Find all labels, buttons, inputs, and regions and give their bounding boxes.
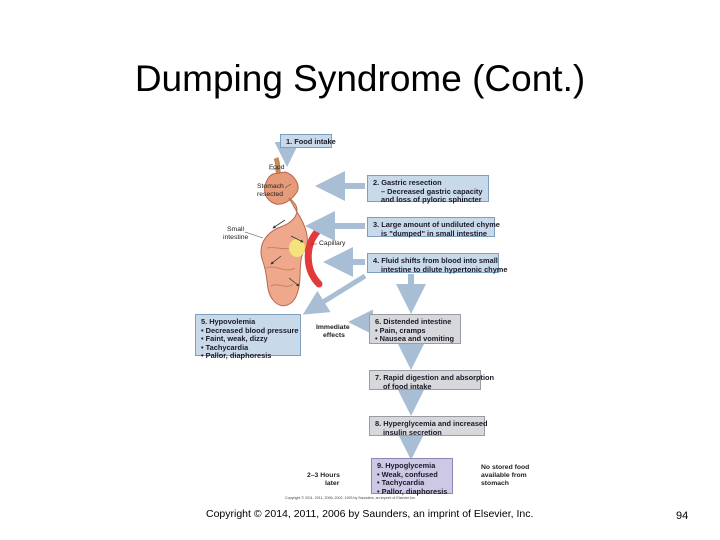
figure-copyright: Copyright © 2011, 2011, 2006, 2002, 1993…	[285, 496, 416, 500]
slide-title: Dumping Syndrome (Cont.)	[134, 58, 586, 99]
capillary-shape	[304, 228, 323, 288]
label-stomach: resected	[257, 191, 284, 198]
step-gastric-resection-box: 2. Gastric resection – Decreased gastric…	[367, 175, 489, 205]
box-line: • Pallor, diaphoresis	[201, 351, 272, 361]
box-line: • Pain, cramps	[375, 325, 426, 335]
page-number: 94	[676, 510, 689, 522]
box-line: 7. Rapid digestion and absorption	[375, 373, 495, 382]
box-line: • Tachycardia	[201, 342, 249, 352]
label-hours-later: later	[325, 480, 340, 487]
box-line: 8. Hyperglycemia and increased	[375, 419, 488, 428]
label-immediate-effects: Immediate	[316, 324, 350, 331]
box-line: • Decreased blood pressure	[201, 325, 299, 335]
step-undiluted-chyme-box: 3. Large amount of undiluted chyme is "d…	[367, 217, 500, 238]
box-line: of food intake	[383, 381, 432, 391]
box-line: • Tachycardia	[377, 478, 425, 488]
label-no-stored-food: stomach	[481, 480, 509, 487]
step-hyperglycemia-box: 8. Hyperglycemia and increased insulin s…	[369, 416, 488, 437]
box-line: 9. Hypoglycemia	[377, 461, 436, 470]
dumping-syndrome-diagram: 1. Food intake 2. Gastric resection – De…	[193, 128, 529, 502]
box-line: • Pallor, diaphoresis	[377, 486, 448, 496]
label-food: Food	[269, 164, 285, 171]
diagram-graphics	[244, 142, 426, 460]
step-fluid-shift-box: 4. Fluid shifts from blood into small in…	[367, 253, 508, 274]
box-line: • Nausea and vomiting	[375, 334, 454, 344]
label-stomach: Stomach	[257, 183, 284, 190]
label-no-stored-food: available from	[481, 472, 527, 479]
step-food-intake-box: 1. Food intake	[280, 134, 336, 148]
box-line: 6. Distended intestine	[375, 317, 452, 326]
box-line: 1. Food intake	[286, 137, 336, 146]
box-line: 2. Gastric resection	[373, 178, 442, 187]
capillary-fluid-shape	[289, 239, 305, 257]
step-hypoglycemia-box: 9. Hypoglycemia • Weak, confused • Tachy…	[371, 458, 453, 496]
label-small-intestine: Small	[227, 226, 244, 233]
box-line: is "dumped" in small intestine	[381, 228, 487, 238]
step-rapid-digestion-box: 7. Rapid digestion and absorption of foo…	[369, 370, 495, 391]
label-small-intestine: intestine	[223, 234, 249, 241]
box-line: • Faint, weak, dizzy	[201, 334, 268, 344]
box-line: and loss of pyloric sphincter	[381, 195, 482, 205]
box-line: 5. Hypovolemia	[201, 317, 256, 326]
box-line: • Weak, confused	[377, 469, 438, 479]
box-line: – Decreased gastric capacity	[381, 186, 483, 196]
box-line: 4. Fluid shifts from blood into small	[373, 256, 498, 265]
intestine-shape	[260, 197, 308, 307]
step-distended-intestine-box: 6. Distended intestine • Pain, cramps • …	[369, 314, 461, 344]
label-no-stored-food: No stored food	[481, 464, 530, 471]
slide-footer: Copyright © 2014, 2011, 2006 by Saunders…	[206, 508, 534, 520]
box-line: insulin secretion	[383, 427, 442, 437]
label-hours-later: 2–3 Hours	[307, 472, 340, 479]
stomach-shape	[264, 171, 299, 205]
step-hypovolemia-box: 5. Hypovolemia • Decreased blood pressur…	[195, 314, 301, 360]
box-line: intestine to dilute hypertonic chyme	[381, 264, 508, 274]
label-immediate-effects: effects	[323, 332, 345, 339]
label-capillary: Capillary	[319, 240, 346, 247]
box-line: 3. Large amount of undiluted chyme	[373, 220, 500, 229]
